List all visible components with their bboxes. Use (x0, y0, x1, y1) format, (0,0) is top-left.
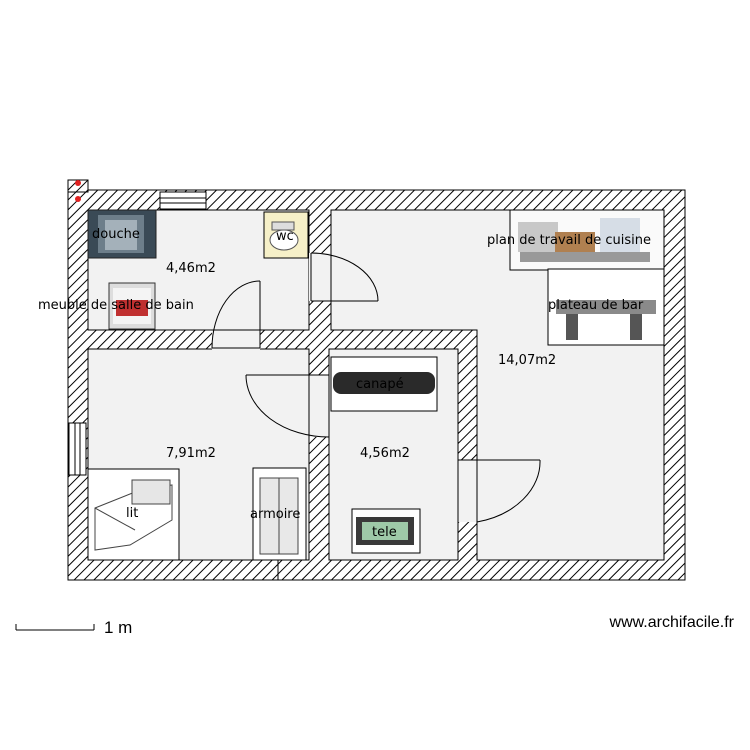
site-credit: www.archifacile.fr (609, 614, 734, 631)
bar-top-icon (547, 268, 665, 346)
middle-area: 4,56m2 (360, 446, 410, 461)
scale-bar (15, 624, 95, 631)
wc-label: wc (276, 229, 294, 244)
corner-marker (75, 180, 81, 186)
bedroom-area: 7,91m2 (166, 446, 216, 461)
tv-label: tele (372, 525, 397, 540)
door-bathroom (211, 280, 261, 349)
tv-icon (351, 508, 421, 554)
window-top (159, 191, 207, 210)
door-bedroom (245, 374, 330, 438)
wardrobe-label: armoire (250, 507, 300, 522)
kitchen-counter-label: plan de travail de cuisine (487, 233, 651, 248)
scale-label: 1 m (104, 618, 133, 637)
bathroom-cabinet-icon (108, 282, 156, 330)
sofa-label: canapé (356, 377, 404, 392)
bathroom-area: 4,46m2 (166, 261, 216, 276)
bed-label: lit (126, 506, 138, 521)
bed-icon (87, 468, 180, 561)
bar-top-label: plateau de bar (548, 298, 644, 313)
living-area: 14,07m2 (498, 353, 556, 368)
wardrobe-icon (252, 467, 307, 561)
sofa-icon (330, 356, 438, 412)
door-living (457, 459, 541, 523)
window-left (68, 422, 87, 476)
toilet-icon (263, 211, 309, 259)
douche-label: douche (92, 227, 140, 242)
corner-marker-2 (75, 196, 81, 202)
cabinet-label: meuble de salle de bain (38, 298, 194, 313)
kitchen-counter-icon (509, 209, 665, 271)
shower-icon (87, 209, 157, 259)
door-wc (310, 252, 379, 302)
